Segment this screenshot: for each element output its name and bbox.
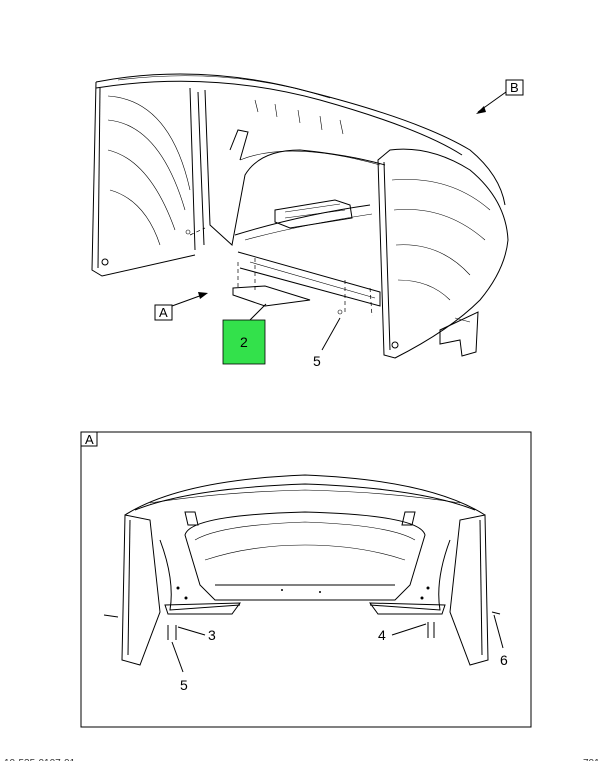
callout-5-detail-leader [171, 641, 184, 673]
detail-frame-border [80, 431, 532, 728]
callout-part-5-detail[interactable]: 5 [171, 641, 188, 693]
hood-front-view [103, 474, 501, 666]
footer-right-code: 701 [583, 758, 600, 761]
callout-part-4[interactable]: 4 [378, 623, 427, 643]
callout-part-2[interactable]: 2 [222, 303, 267, 365]
view-b-arrowhead [476, 106, 486, 114]
detail-a-frame: A [80, 431, 532, 728]
view-b-label: B [510, 80, 519, 95]
view-b-indicator: B [476, 79, 524, 114]
callout-part-6[interactable]: 6 [493, 614, 508, 668]
callout-4-label: 4 [378, 627, 386, 643]
callout-6-label: 6 [500, 652, 508, 668]
detail-frame-tag [80, 431, 98, 447]
callout-3-label: 3 [208, 627, 216, 643]
callout-part-3[interactable]: 3 [177, 626, 216, 643]
callout-6-leader [493, 614, 504, 649]
detail-a-label: A [159, 305, 168, 320]
callout-2-leader [249, 303, 267, 321]
callout-4-leader [391, 623, 427, 636]
detail-a-indicator: A [154, 292, 208, 321]
callout-part-5-top[interactable]: 5 [313, 317, 341, 369]
view-b-box [505, 79, 524, 96]
detail-a-arrowhead [198, 292, 208, 299]
footer-left-code: 10-535-0107-01 [4, 758, 76, 761]
hood-assembly-top-view [91, 73, 509, 359]
callout-2-highlight [222, 319, 266, 365]
detail-a-box [154, 304, 173, 321]
callout-5-top-leader [321, 317, 341, 351]
callout-3-leader [177, 626, 206, 636]
callout-2-label: 2 [240, 334, 248, 350]
callout-5-detail-label: 5 [180, 677, 188, 693]
callout-5-top-label: 5 [313, 353, 321, 369]
detail-frame-label: A [85, 432, 94, 447]
